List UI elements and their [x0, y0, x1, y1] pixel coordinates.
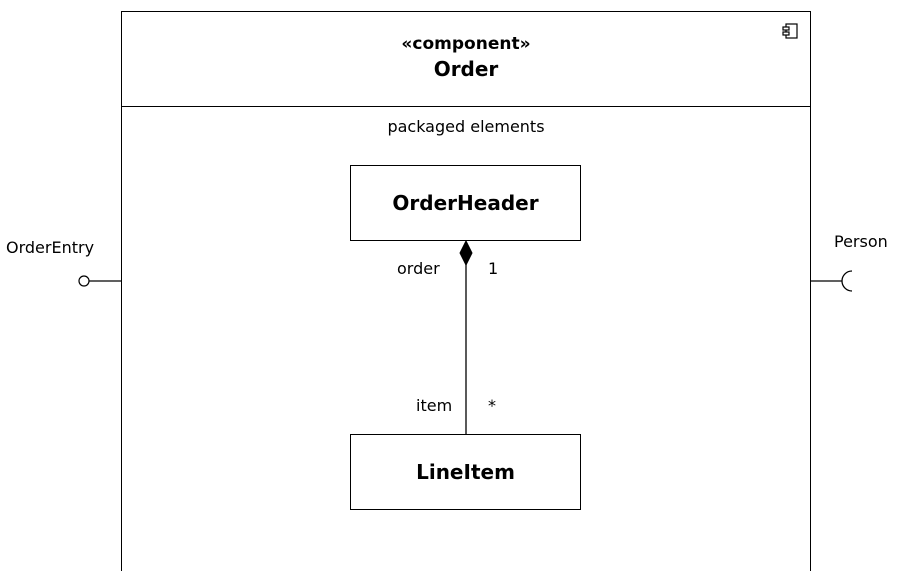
component-frame[interactable]	[121, 11, 811, 571]
class-name: LineItem	[416, 460, 515, 484]
provided-interface-ball[interactable]	[78, 275, 90, 287]
required-interface-socket[interactable]	[841, 270, 853, 292]
multiplicity-label-source: 1	[488, 259, 499, 278]
component-icon	[782, 23, 798, 39]
component-name: Order	[433, 57, 499, 81]
role-label-order: order	[397, 259, 440, 278]
required-interface-label: Person	[834, 232, 888, 251]
connectors-layer	[78, 23, 853, 434]
multiplicity-label-target: *	[488, 396, 496, 415]
class-order-header[interactable]: OrderHeader	[350, 165, 581, 241]
role-label-item: item	[416, 396, 453, 415]
provided-interface-label: OrderEntry	[6, 238, 95, 257]
class-line-item[interactable]: LineItem	[350, 434, 581, 510]
header-divider	[121, 106, 811, 107]
compartment-label: packaged elements	[387, 117, 545, 136]
composition-diamond	[459, 239, 473, 267]
component-stereotype: «component»	[401, 34, 531, 54]
class-name: OrderHeader	[392, 191, 539, 215]
